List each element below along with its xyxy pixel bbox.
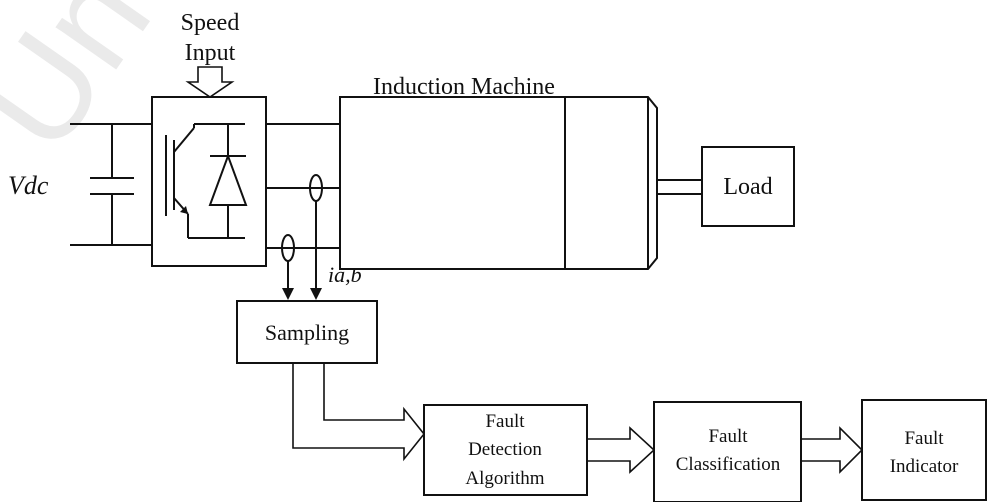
load-box — [701, 146, 795, 227]
fault-detection-label-1: Fault — [485, 411, 525, 432]
fault-indicator-label-1: Fault — [904, 428, 944, 449]
fault-detection-label-3: Algorithm — [465, 468, 544, 489]
induction-machine-label: Induction Machine — [373, 74, 555, 100]
sampling-box — [236, 300, 378, 364]
load-label: Load — [723, 174, 772, 200]
igbt-icon — [165, 123, 245, 239]
machine-end-cap — [564, 96, 658, 270]
dc-link — [70, 123, 152, 246]
sensor-a-arrowhead-icon — [282, 288, 294, 300]
speed-input-arrow-icon — [185, 66, 235, 98]
fault-classification-label-1: Fault — [708, 426, 748, 447]
sensor-b-arrowhead-icon — [310, 288, 322, 300]
induction-machine-body — [339, 96, 566, 270]
fault-classification-label-2: Classification — [676, 454, 781, 475]
fault-detection-label-2: Detection — [468, 439, 542, 460]
capacitor-icon — [90, 177, 134, 195]
fault-indicator-box — [861, 399, 987, 501]
fault-detection-box — [423, 404, 588, 496]
fault-indicator-label-2: Indicator — [890, 456, 959, 477]
detection-to-classification-arrow-icon — [587, 426, 656, 474]
speed-input-label-2: Input — [185, 40, 236, 66]
sampling-to-detection-arrow-icon — [292, 363, 426, 462]
inverter-box — [151, 96, 267, 267]
classification-to-indicator-arrow-icon — [801, 426, 864, 474]
phase-lines — [266, 123, 340, 249]
speed-input-label-1: Speed — [181, 10, 240, 36]
sampling-label: Sampling — [265, 320, 349, 345]
fault-classification-box — [653, 401, 802, 502]
vdc-label: Vdc — [8, 171, 49, 200]
diode-icon — [208, 124, 248, 238]
